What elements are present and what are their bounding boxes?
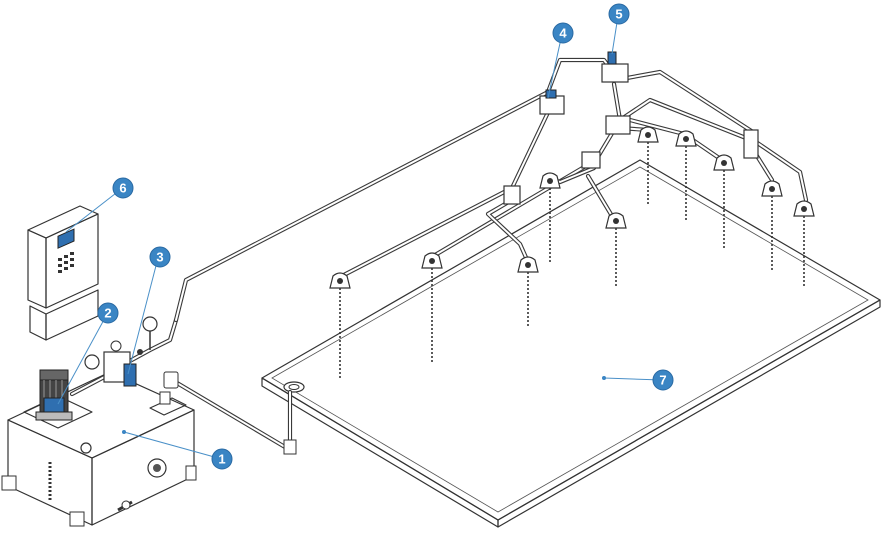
callout-5-marker (608, 3, 630, 25)
callout-7-leader (603, 377, 663, 381)
machine-base-plate (261, 159, 881, 528)
callout-1-marker (211, 448, 233, 470)
callout-2-label: 2 (104, 306, 111, 321)
oil-tank (1, 371, 197, 527)
callout-1-label: 1 (218, 452, 225, 467)
callout-2: 2 (97, 302, 119, 324)
callout-4: 4 (552, 22, 574, 44)
main-supply-line (173, 57, 617, 323)
callout-3: 3 (149, 246, 171, 268)
callout-6-marker (112, 177, 134, 199)
callout-4-marker (552, 22, 574, 44)
callout-1-leader (123, 431, 219, 459)
filter-valve-assembly (69, 316, 179, 397)
callout-5-label: 5 (615, 7, 622, 22)
callout-6: 6 (112, 177, 134, 199)
distribution-lines (335, 69, 809, 281)
callout-7-label: 7 (659, 373, 666, 388)
callout-leaders (57, 15, 663, 459)
callout-6-label: 6 (119, 181, 126, 196)
callout-4-label: 4 (559, 26, 567, 41)
callout-2-marker (97, 302, 119, 324)
callout-5: 5 (608, 3, 630, 25)
control-cabinet (27, 205, 99, 341)
callout-2-leader (57, 315, 107, 405)
distributor-blocks (503, 51, 759, 205)
callout-7: 7 (652, 369, 674, 391)
callout-3-marker (149, 246, 171, 268)
callout-3-label: 3 (156, 250, 163, 265)
callout-4-leader (547, 33, 563, 99)
callout-7-marker (652, 369, 674, 391)
callout-3-leader (127, 257, 159, 375)
bearing-housings (329, 126, 815, 380)
callout-1: 1 (211, 448, 233, 470)
motor-pump (35, 369, 73, 421)
callout-6-leader (65, 189, 121, 233)
return-pipe (163, 371, 297, 455)
